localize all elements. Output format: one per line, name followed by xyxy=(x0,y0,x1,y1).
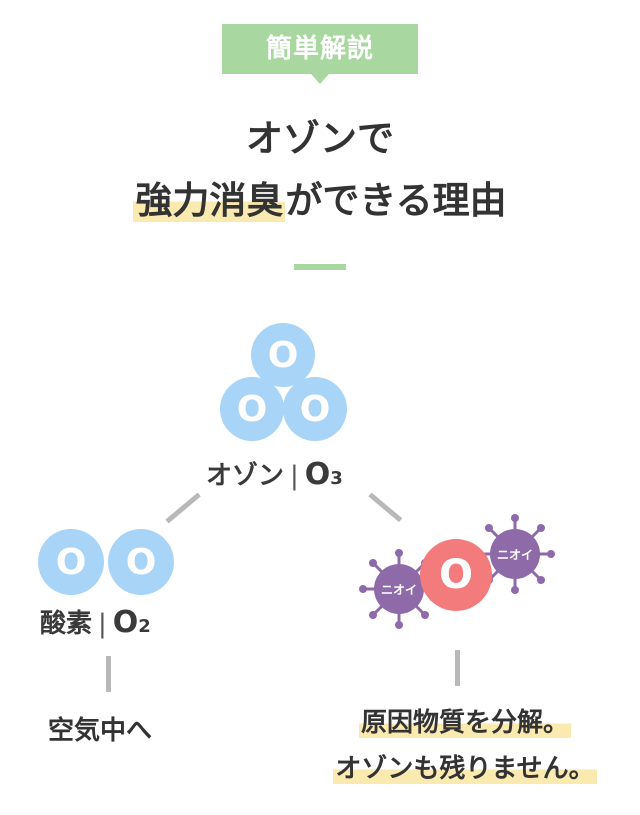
decompose-result-line-2: オゾンも残りません。 xyxy=(333,754,597,784)
ozone-atom-left: O xyxy=(220,377,284,441)
ozone-formula: O xyxy=(304,457,331,492)
title-line-1: オゾンで xyxy=(246,117,394,160)
ozone-atom-top: O xyxy=(251,323,315,387)
single-oxygen-atom: O xyxy=(420,539,492,611)
title-highlight: 強力消臭 xyxy=(133,179,286,222)
oxygen-atom-left: O xyxy=(38,529,104,595)
ozone-name: オゾン xyxy=(206,461,285,491)
divider xyxy=(294,264,346,270)
ozone-label: オゾン|O3 xyxy=(206,455,343,492)
oxygen-name: 酸素 xyxy=(40,609,93,639)
decompose-vline xyxy=(455,650,460,686)
oxygen-vline xyxy=(106,656,111,692)
oxygen-formula: O xyxy=(112,605,139,640)
virus-left-icon: ニオイ xyxy=(359,549,439,629)
ozone-sep: | xyxy=(290,461,299,491)
virus-right-label: ニオイ xyxy=(497,548,533,562)
connector-left xyxy=(165,492,201,524)
decompose-result: 原因物質を分解。 オゾンも残りません。 xyxy=(305,700,625,792)
badge-tail xyxy=(311,74,329,84)
title-rest: ができる理由 xyxy=(285,179,507,222)
oxygen-sep: | xyxy=(98,609,107,639)
oxygen-result: 空気中へ xyxy=(48,716,153,746)
ozone-subscript: 3 xyxy=(330,468,343,489)
oxygen-subscript: 2 xyxy=(138,616,151,637)
oxygen-label: 酸素|O2 xyxy=(40,603,151,640)
decompose-result-line-1: 原因物質を分解。 xyxy=(358,708,571,738)
connector-right xyxy=(368,492,403,523)
virus-left-label: ニオイ xyxy=(381,583,417,597)
badge: 簡単解説 xyxy=(222,24,418,74)
ozone-atom-right: O xyxy=(283,377,347,441)
title-line-2: 強力消臭ができる理由 xyxy=(0,170,640,224)
oxygen-atom-right: O xyxy=(108,529,174,595)
